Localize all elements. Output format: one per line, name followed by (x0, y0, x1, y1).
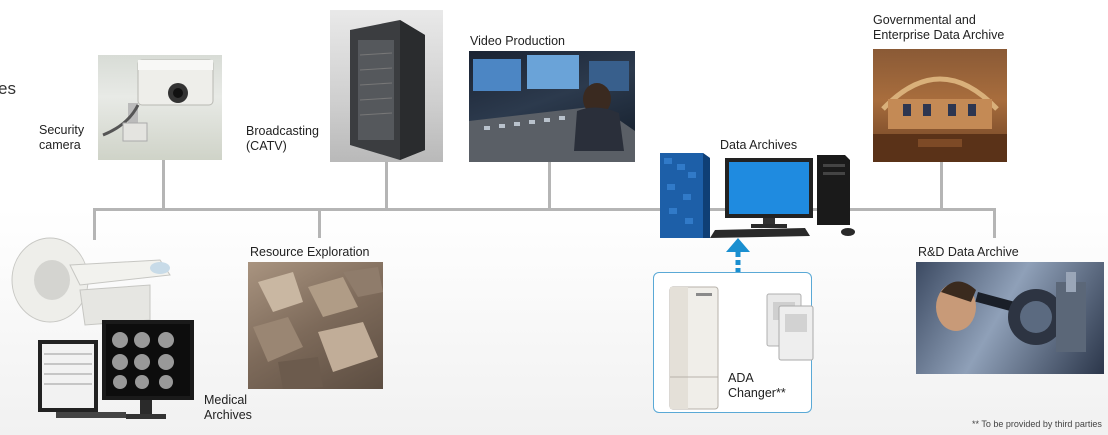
video-console-icon (469, 55, 635, 162)
label-video-production: Video Production (470, 34, 565, 48)
governmental-photo (873, 49, 1007, 162)
drop-security (162, 159, 165, 209)
resource-exploration-photo (248, 262, 383, 389)
rocks-icon (253, 267, 383, 389)
label-broadcasting-line1: Broadcasting (246, 124, 319, 138)
pc-workstation-icon (660, 153, 855, 238)
drop-medical (93, 208, 96, 240)
footnote: ** To be provided by third parties (972, 419, 1102, 429)
label-ada-changer-line1: ADA (728, 371, 754, 385)
label-broadcasting-line2: (CATV) (246, 139, 287, 153)
security-camera-photo (98, 55, 222, 160)
label-security-camera-line1: Security (39, 123, 85, 137)
broadcasting-photo (330, 10, 443, 162)
drop-rnd (993, 208, 996, 238)
courtroom-icon (873, 76, 1007, 162)
label-rnd-archive: R&D Data Archive (918, 245, 1019, 259)
ada-changer-icon (669, 286, 719, 410)
label-medical-archives-line2: Archives (204, 408, 252, 422)
label-governmental-line2: Enterprise Data Archive (873, 28, 1005, 42)
drop-broadcast (385, 162, 388, 209)
drop-government (940, 162, 943, 209)
label-governmental: Governmental and Enterprise Data Archive (873, 13, 1004, 43)
ct-scanner-icon (11, 237, 171, 326)
label-medical-archives: Medical Archives (204, 393, 252, 423)
video-production-photo (469, 51, 635, 162)
cartridge-icon (766, 293, 814, 361)
label-broadcasting: Broadcasting (CATV) (246, 124, 319, 154)
label-resource-exploration: Resource Exploration (250, 245, 370, 259)
label-governmental-line1: Governmental and (873, 13, 976, 27)
label-medical-archives-line1: Medical (204, 393, 248, 407)
label-ada-changer: ADA Changer** (728, 371, 786, 401)
label-ada-changer-line2: Changer** (728, 386, 786, 400)
label-security-camera: Security camera (39, 123, 84, 153)
label-data-archives: Data Archives (720, 138, 798, 152)
drop-video (548, 160, 551, 209)
rnd-archive-photo (916, 262, 1104, 374)
security-camera-icon (102, 59, 214, 142)
microscope-icon (936, 272, 1086, 352)
medical-monitor-icon (38, 320, 194, 419)
drop-resource (318, 208, 321, 238)
server-rack-icon (350, 20, 425, 160)
network-bus (93, 208, 995, 211)
edge-text: es (0, 79, 16, 98)
label-security-camera-line2: camera (39, 138, 81, 152)
